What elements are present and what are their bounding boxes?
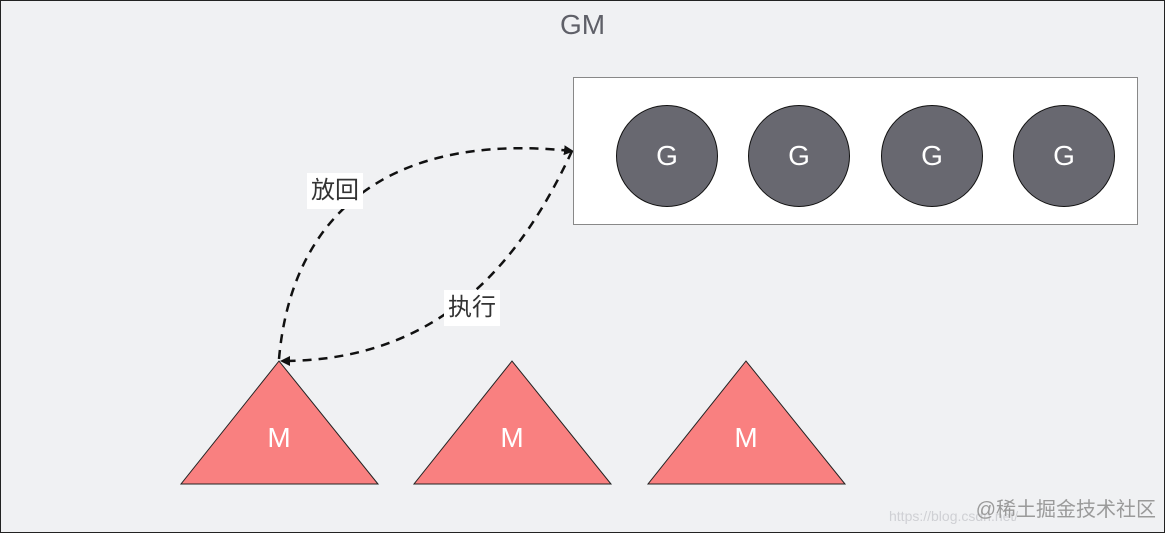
watermark-url: https://blog.csdn.net/ — [889, 508, 1019, 524]
machine-label: M — [500, 422, 524, 453]
return-arrow — [277, 145, 574, 360]
machine-triangle — [646, 360, 847, 485]
diagram-title: GM — [559, 9, 606, 40]
goroutine-queue: G G G G — [573, 77, 1138, 225]
machine-triangle — [179, 360, 380, 485]
execute-label: 执行 — [444, 290, 500, 326]
goroutine-circle: G — [748, 105, 850, 207]
return-label: 放回 — [307, 173, 363, 209]
goroutine-circle: G — [616, 105, 718, 207]
machine-label: M — [267, 422, 291, 453]
goroutine-circle: G — [881, 105, 983, 207]
watermark: @稀土掘金技术社区 — [975, 499, 1156, 521]
machine-label: M — [734, 422, 758, 453]
machine-triangle — [412, 360, 613, 485]
goroutine-circle: G — [1013, 105, 1115, 207]
